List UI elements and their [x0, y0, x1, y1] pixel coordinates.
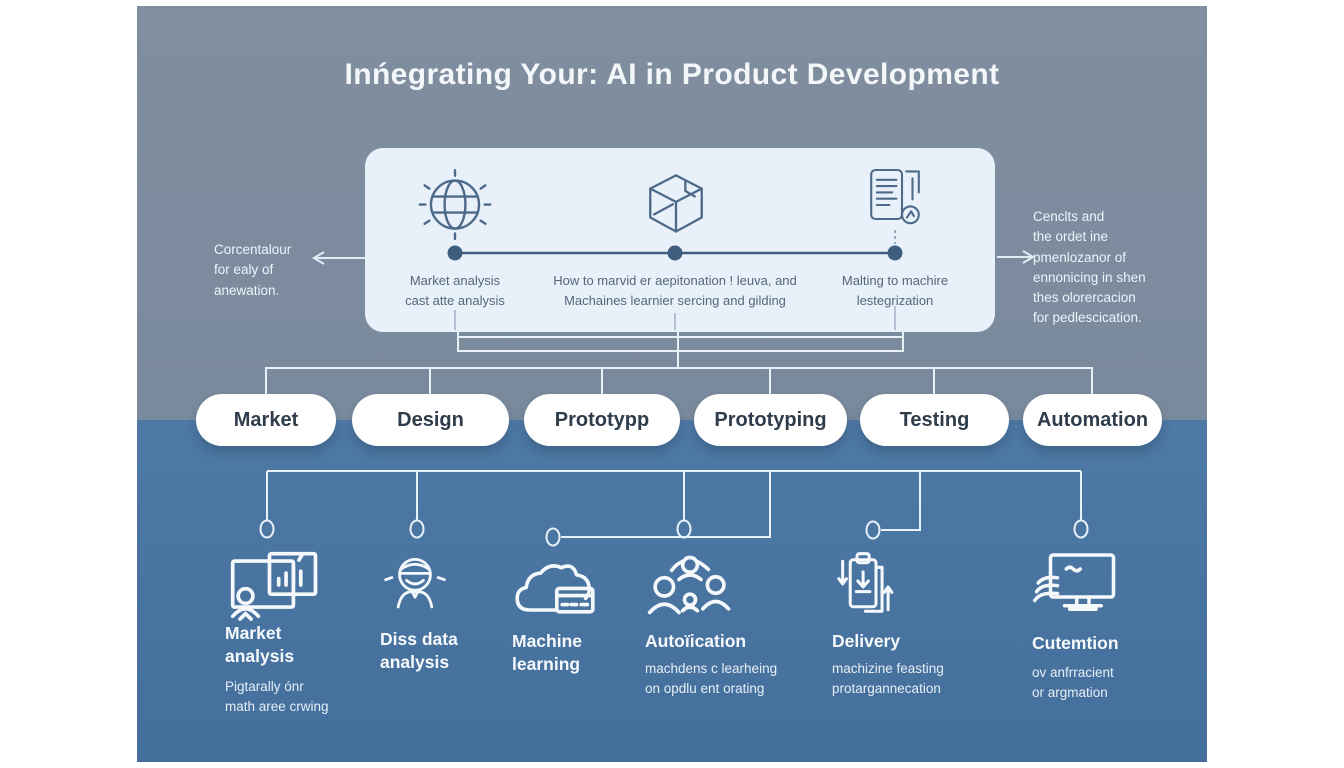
team-icon	[644, 552, 736, 618]
feature-title: Autoïication	[645, 631, 747, 651]
globe-icon	[415, 163, 495, 243]
stage-pill-design[interactable]: Design	[352, 394, 509, 446]
feature-autofication: Autoïication machdens c learheing on opd…	[645, 630, 777, 698]
monitor-icon	[1031, 548, 1119, 618]
feature-delivery: Delivery machizine feasting protargannec…	[832, 630, 944, 698]
feature-subtitle: machdens c learheing on opdlu ent oratin…	[645, 661, 778, 696]
feature-subtitle: Pigtarally ónr math aree crwing	[225, 679, 329, 714]
annotation-right: Cenclts and the ordet ine pmenlozanor of…	[1033, 209, 1146, 326]
analyst-icon	[380, 550, 450, 622]
cube-icon	[637, 166, 715, 244]
feature-machine-learning: Machine learning	[512, 630, 582, 676]
feature-data-analysis: Diss data analysis	[380, 628, 458, 674]
stage-pill-prototypp[interactable]: Prototypp	[524, 394, 680, 446]
stage-pill-market[interactable]: Market	[196, 394, 336, 446]
cloud-data-icon	[510, 556, 600, 619]
presentation-chart-icon	[229, 548, 321, 622]
page-title: Inńegrating Your: AI in Product Developm…	[344, 58, 1000, 91]
clipboard-sync-icon	[829, 546, 901, 622]
step-caption-3: Malting to machire lestegrization	[841, 273, 949, 309]
feature-subtitle: machizine feasting protargannecation	[832, 661, 944, 696]
stage-pill-automation[interactable]: Automation	[1023, 394, 1162, 446]
feature-title: Diss data analysis	[380, 629, 458, 673]
feature-title: Delivery	[832, 631, 901, 651]
feature-market-analysis: Market analysis Pigtarally ónr math aree…	[225, 622, 329, 716]
feature-cutemtion: Cutemtion ov anfrracient or argmation	[1032, 632, 1119, 702]
stage-pill-testing[interactable]: Testing	[860, 394, 1009, 446]
stage-pill-prototyping[interactable]: Prototyping	[694, 394, 847, 446]
feature-title: Market analysis	[225, 623, 295, 667]
step-caption-1: Market analysis cast atte analysis	[405, 273, 505, 309]
step-caption-2: How to marvid er aepitonation ! leuva, a…	[553, 273, 797, 309]
feature-title: Cutemtion	[1032, 633, 1119, 653]
annotation-left: Corcentalour for ealy of anewation.	[214, 242, 292, 298]
document-icon	[860, 163, 930, 233]
feature-subtitle: ov anfrracient or argmation	[1032, 665, 1114, 700]
feature-title: Machine learning	[512, 631, 583, 675]
